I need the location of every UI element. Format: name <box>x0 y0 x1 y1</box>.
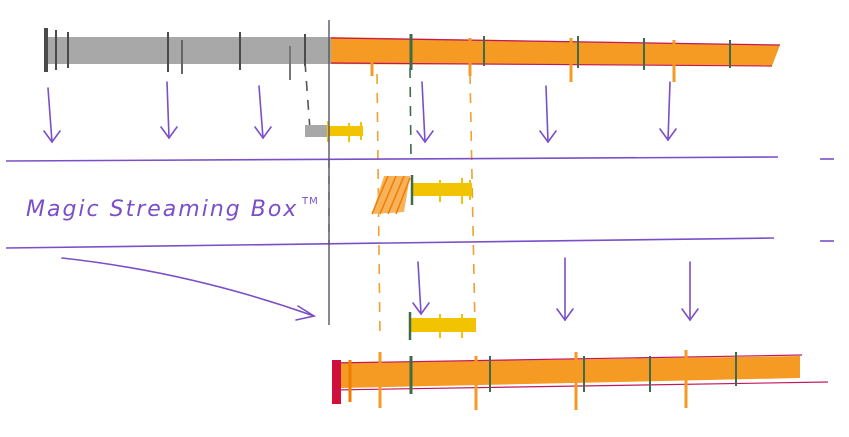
down-arrow-icon <box>556 257 574 322</box>
down-arrow-icon <box>254 85 272 140</box>
box-label-trademark: TM <box>301 196 319 207</box>
down-arrow-icon <box>539 85 557 144</box>
down-arrow-icon <box>681 261 699 322</box>
box-buffer-hatch-lines <box>371 175 411 215</box>
down-arrow-icon <box>43 87 61 144</box>
top-stream-gray-segment <box>44 37 331 64</box>
top-stream-outline-top <box>330 37 781 46</box>
box-bottom-line <box>5 237 775 249</box>
bottom-down-arrows <box>412 257 699 322</box>
box-boundaries <box>5 156 834 249</box>
down-arrow-icon <box>416 81 434 144</box>
dashed-guide-green <box>409 67 412 161</box>
bottom-stream-red-start <box>332 360 341 404</box>
lower-buffer-yellow <box>410 318 476 332</box>
dashed-guide-orange-right <box>469 73 476 331</box>
diagonal-arrow-icon <box>61 257 317 321</box>
dashed-guide-gray <box>304 61 311 131</box>
upper-buffer-yellow <box>327 126 363 136</box>
bottom-stream-outline-bottom <box>331 381 829 391</box>
box-buffer-yellow <box>412 183 472 196</box>
upper-buffer <box>305 121 363 142</box>
top-stream <box>44 28 781 82</box>
box-buffer <box>371 175 472 215</box>
down-arrow-icon <box>160 81 178 140</box>
box-top-line <box>5 156 779 162</box>
top-stream-outline-bottom <box>330 62 773 67</box>
top-stream-orange-segment <box>331 37 780 66</box>
bottom-stream <box>331 350 829 410</box>
top-down-arrows <box>43 81 677 144</box>
down-arrow-icon <box>659 81 677 142</box>
box-label: Magic Streaming Box <box>26 197 298 222</box>
upper-buffer-gray <box>305 125 327 137</box>
down-arrow-icon <box>412 261 430 316</box>
lower-buffer <box>408 312 476 340</box>
